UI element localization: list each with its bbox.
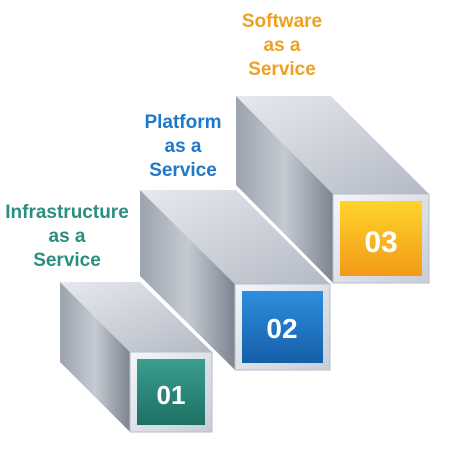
step-block-3: 03 xyxy=(236,96,430,284)
step-block-2: 02 xyxy=(140,190,331,371)
step-1-label: Infrastructure as a Service xyxy=(0,201,134,273)
step-3-label-line-2: as a xyxy=(263,35,301,56)
step-3-label: Software as a Service xyxy=(222,10,342,82)
step-1-label-line-2: as a xyxy=(48,226,86,247)
step-1-number: 01 xyxy=(157,380,186,410)
step-3-number-box xyxy=(340,201,422,276)
step-2-label-line-2: as a xyxy=(164,136,202,157)
step-1-number-box xyxy=(137,359,205,425)
step-3-number: 03 xyxy=(364,226,397,259)
step-2-label-line-3: Service xyxy=(149,160,217,181)
step-1-label-line-1: Infrastructure xyxy=(5,202,129,223)
step-2-label: Platform as a Service xyxy=(128,111,238,183)
step-2-label-line-1: Platform xyxy=(144,112,222,133)
step-1-label-line-3: Service xyxy=(33,250,101,271)
step-2-number: 02 xyxy=(266,313,297,344)
step-3-label-line-1: Software xyxy=(241,11,323,32)
step-block-1: 01 xyxy=(60,282,213,433)
step-3-label-line-3: Service xyxy=(248,59,316,80)
step-2-number-box xyxy=(242,291,323,363)
